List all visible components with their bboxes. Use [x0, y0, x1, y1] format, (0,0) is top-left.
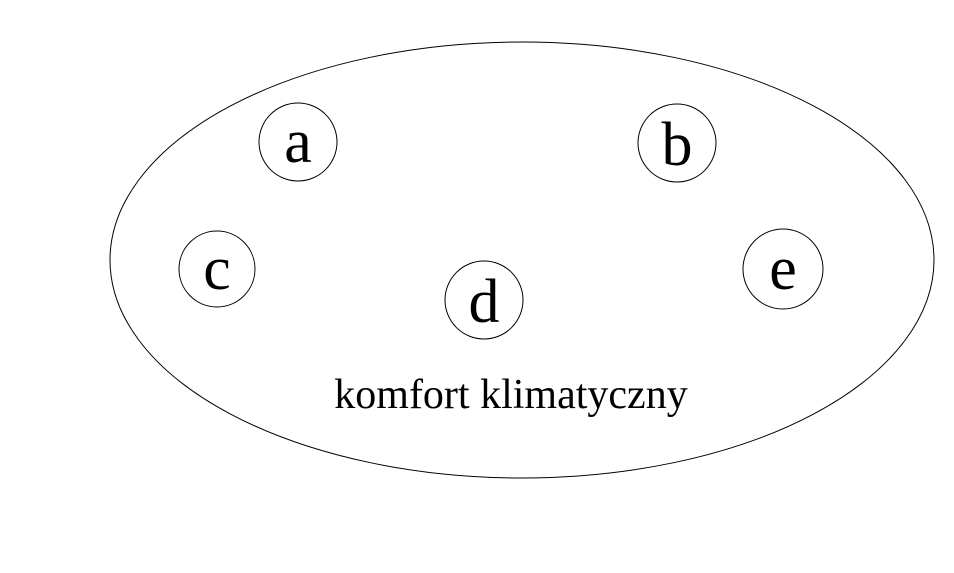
node-d-label: d	[469, 268, 500, 336]
node-b-label: b	[662, 111, 693, 179]
node-b: b	[637, 103, 717, 183]
node-d: d	[444, 260, 524, 340]
node-c-circle	[178, 230, 256, 308]
node-a-label: a	[284, 108, 312, 176]
node-a-circle	[258, 102, 338, 182]
outer-set-ellipse	[109, 41, 935, 479]
node-b-circle	[637, 103, 717, 183]
set-caption: komfort klimatyczny	[334, 372, 687, 418]
node-d-circle	[444, 260, 524, 340]
node-e-label: e	[769, 235, 797, 303]
node-c: c	[178, 230, 256, 308]
node-c-label: c	[203, 235, 231, 303]
node-e: e	[742, 228, 824, 310]
node-e-circle	[742, 228, 824, 310]
node-a: a	[258, 102, 338, 182]
